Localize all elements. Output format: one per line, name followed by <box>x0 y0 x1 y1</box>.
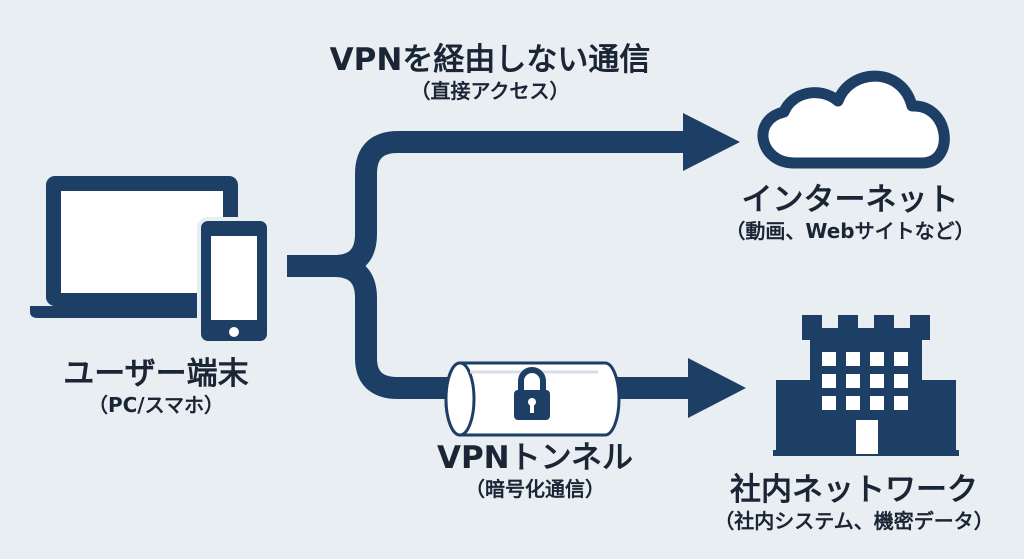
internet-subtitle: （動画、Webサイトなど） <box>725 219 975 243</box>
corporate-title: 社内ネットワーク <box>730 472 978 508</box>
internet-label-group: インターネット （動画、Webサイトなど） <box>690 182 1010 244</box>
user-subtitle: （PC/スマホ） <box>87 393 225 417</box>
vpn-path-exit-line <box>612 377 692 399</box>
flow-arrows <box>287 113 746 418</box>
vpn-path-label-group: VPNトンネル （暗号化通信） <box>400 440 670 502</box>
corporate-subtitle: （社内システム、機密データ） <box>714 509 994 533</box>
user-label-group: ユーザー端末 （PC/スマホ） <box>6 356 306 418</box>
direct-path-arrowhead <box>683 113 740 171</box>
direct-path-label-group: VPNを経由しない通信 （直接アクセス） <box>290 42 690 104</box>
cloud-icon <box>757 70 950 169</box>
corporate-label-group: 社内ネットワーク （社内システム、機密データ） <box>684 472 1024 534</box>
lock-icon <box>514 367 550 420</box>
vpn-path-arrowhead <box>688 358 746 418</box>
internet-title: インターネット <box>741 182 959 218</box>
vpn-path-title: VPNトンネル <box>436 440 634 476</box>
user-title: ユーザー端末 <box>63 356 249 392</box>
building-icon <box>773 315 959 456</box>
laptop-icon <box>30 176 252 318</box>
smartphone-icon <box>197 217 271 345</box>
direct-path-subtitle: （直接アクセス） <box>410 79 570 103</box>
vpn-path-line <box>333 255 452 399</box>
direct-path-title: VPNを経由しない通信 <box>329 42 651 78</box>
direct-path-line <box>287 131 690 277</box>
vpn-tunnel-icon <box>444 361 621 437</box>
vpn-path-subtitle: （暗号化通信） <box>465 477 605 501</box>
